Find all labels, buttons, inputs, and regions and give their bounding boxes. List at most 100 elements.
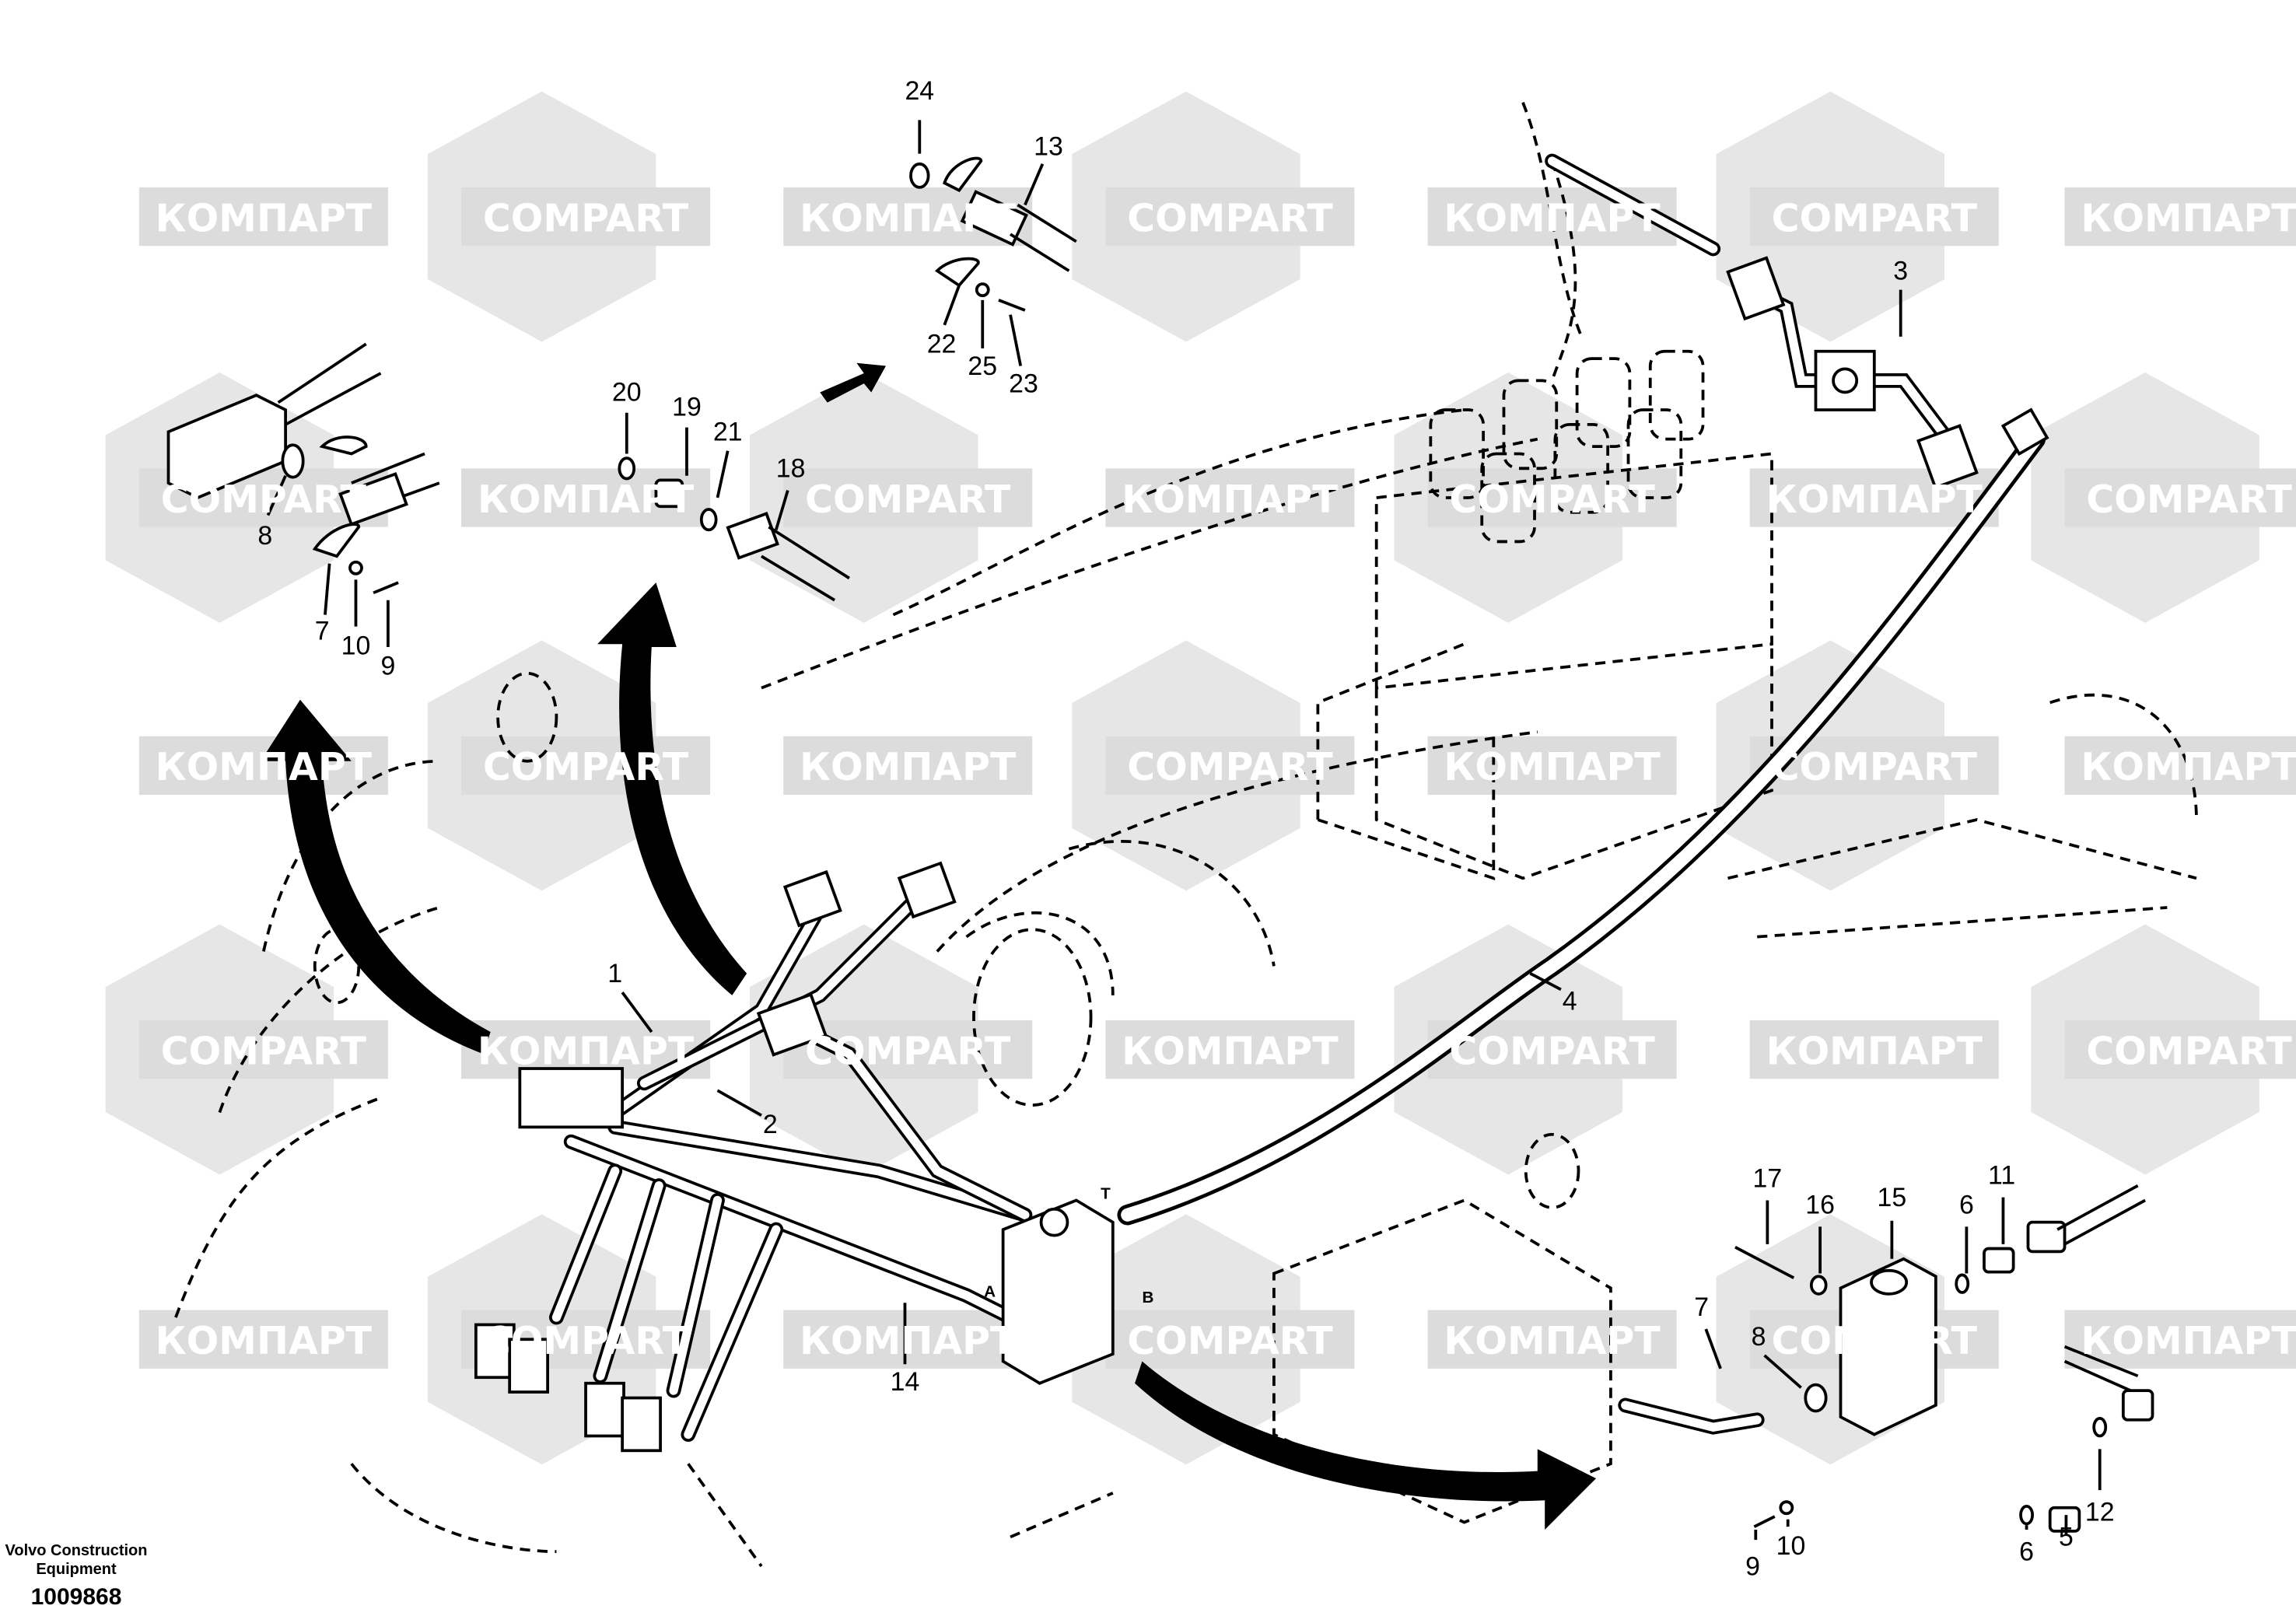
- callout-6-top: 6: [1959, 1190, 1974, 1219]
- watermark-tile: [138, 187, 388, 247]
- detail-arrows: [261, 582, 1597, 1530]
- callout-24: 24: [905, 76, 934, 106]
- watermark-tile: КОМПАРТ: [2081, 196, 2296, 240]
- watermark-tile: [2064, 1310, 2296, 1369]
- callout-22: 22: [927, 330, 957, 359]
- watermark-tile: КОМПАРТ: [156, 745, 373, 789]
- callout-13: 13: [1034, 132, 1063, 162]
- callout-1: 1: [607, 959, 622, 988]
- valve-spool: [1626, 408, 1683, 499]
- callout-15: 15: [1878, 1183, 1907, 1212]
- watermark-tile: КОМПАРТ: [1444, 1319, 1661, 1363]
- watermark-tile: [1749, 1020, 1999, 1079]
- callout-9-right: 9: [1745, 1551, 1760, 1581]
- callout-14: 14: [891, 1367, 920, 1397]
- watermark-tile: [1105, 468, 1355, 527]
- callout-18: 18: [776, 454, 806, 484]
- watermark-tile: [1427, 736, 1677, 796]
- watermark-tile: КОМПАРТ: [1444, 196, 1661, 240]
- valve-spool: [1648, 349, 1705, 441]
- callout-7: 7: [315, 617, 330, 646]
- company-line-1: Volvo Construction: [5, 1542, 148, 1559]
- watermark-tile: КОМПАРТ: [478, 1029, 695, 1073]
- watermark-tile: [783, 736, 1033, 796]
- watermark-tile: [2064, 187, 2296, 247]
- watermark-tile: COMPART: [2086, 1029, 2292, 1073]
- port-a: A: [984, 1283, 996, 1301]
- watermark-tile: COMPART: [483, 745, 689, 789]
- detail-fittings-left: [166, 156, 1077, 602]
- machine-frame-outline: [174, 102, 2198, 1568]
- watermark-tile: COMPART: [1772, 745, 1978, 789]
- callout-17: 17: [1753, 1164, 1783, 1194]
- port-b: B: [1143, 1289, 1154, 1306]
- callout-11: 11: [1988, 1161, 2015, 1191]
- callout-9: 9: [380, 652, 395, 681]
- watermark-tile: COMPART: [805, 1029, 1011, 1073]
- callout-4: 4: [1563, 987, 1577, 1016]
- watermark-tile: [783, 1310, 1033, 1369]
- watermark-tile: КОМПАРТ: [800, 745, 1017, 789]
- callout-23: 23: [1009, 369, 1038, 398]
- callout-21: 21: [713, 418, 743, 447]
- callout-labels: 24 13 22 25 23 3 20 19 21 18 8 7 10 9 1 …: [257, 76, 2114, 1581]
- watermark-tile: КОМПАРТ: [800, 196, 1017, 240]
- watermark-tile: [750, 924, 1033, 1175]
- callout-2: 2: [763, 1110, 778, 1139]
- callout-10-right: 10: [1776, 1531, 1806, 1561]
- callout-20: 20: [612, 378, 642, 407]
- callout-25: 25: [968, 352, 997, 381]
- port-t: T: [1101, 1185, 1111, 1203]
- watermark-tile: КОМПАРТ: [156, 196, 373, 240]
- watermark-tile: КОМПАРТ: [1122, 477, 1339, 522]
- leader-lines: [266, 120, 2102, 1541]
- watermark-tile: COMPART: [483, 196, 689, 240]
- callout-8: 8: [257, 521, 272, 551]
- watermark-tile: КОМПАРТ: [1766, 477, 1983, 522]
- watermark-layer: [105, 91, 2296, 1465]
- valve-spool: [1429, 408, 1486, 499]
- watermark-tile: COMPART: [161, 1029, 367, 1073]
- drawing-number: 1009868: [30, 1584, 122, 1610]
- company-name: Volvo Construction Equipment: [0, 1541, 152, 1579]
- watermark-tile: [2031, 373, 2296, 623]
- valve-spool: [1553, 422, 1610, 514]
- watermark-tile: [2031, 924, 2296, 1175]
- watermark-tile: КОМПАРТ: [800, 1319, 1017, 1363]
- callout-16: 16: [1805, 1190, 1835, 1219]
- callout-5: 5: [2059, 1523, 2074, 1552]
- watermark-text-layer: КОМПАРТ COMPART КОМПАРТ COMPART КОМПАРТ COMPA…: [156, 196, 2296, 1363]
- watermark-tile: КОМПАРТ: [2081, 745, 2296, 789]
- watermark-tile: [1072, 91, 1355, 342]
- watermark-tile: [138, 1310, 388, 1369]
- watermark-tile: [138, 736, 388, 796]
- callout-3: 3: [1893, 257, 1908, 286]
- watermark-tile: [105, 924, 388, 1175]
- watermark-tile: КОМПАРТ: [1766, 1029, 1983, 1073]
- watermark-tile: [1072, 1214, 1355, 1465]
- pipe-assembly-1-2-14: [474, 861, 1115, 1453]
- watermark-tile: КОМПАРТ: [478, 477, 695, 522]
- watermark-tile: COMPART: [805, 477, 1011, 522]
- watermark-tile: COMPART: [1127, 196, 1333, 240]
- watermark-tile: COMPART: [1772, 1319, 1978, 1363]
- valve-spool: [1502, 379, 1559, 470]
- callout-12: 12: [2085, 1498, 2115, 1527]
- callout-8-right: 8: [1752, 1322, 1766, 1352]
- watermark-tile: [1105, 1020, 1355, 1079]
- watermark-tile: [1394, 924, 1677, 1175]
- watermark-tile: COMPART: [1127, 745, 1333, 789]
- watermark-tile: COMPART: [1772, 196, 1978, 240]
- watermark-tile: КОМПАРТ: [156, 1319, 373, 1363]
- hose-4: [1117, 407, 2049, 1226]
- watermark-tile: COMPART: [161, 477, 367, 522]
- watermark-tile: КОМПАРТ: [1122, 1029, 1339, 1073]
- watermark-tile: COMPART: [1127, 1319, 1333, 1363]
- watermark-tile: COMPART: [1449, 477, 1655, 522]
- callout-6-bottom: 6: [2019, 1537, 2034, 1566]
- detail-valve-15: [1618, 1184, 2154, 1533]
- watermark-tile: КОМПАРТ: [2081, 1319, 2296, 1363]
- watermark-tile: [1394, 373, 1677, 623]
- pipe-3: [1545, 153, 1979, 490]
